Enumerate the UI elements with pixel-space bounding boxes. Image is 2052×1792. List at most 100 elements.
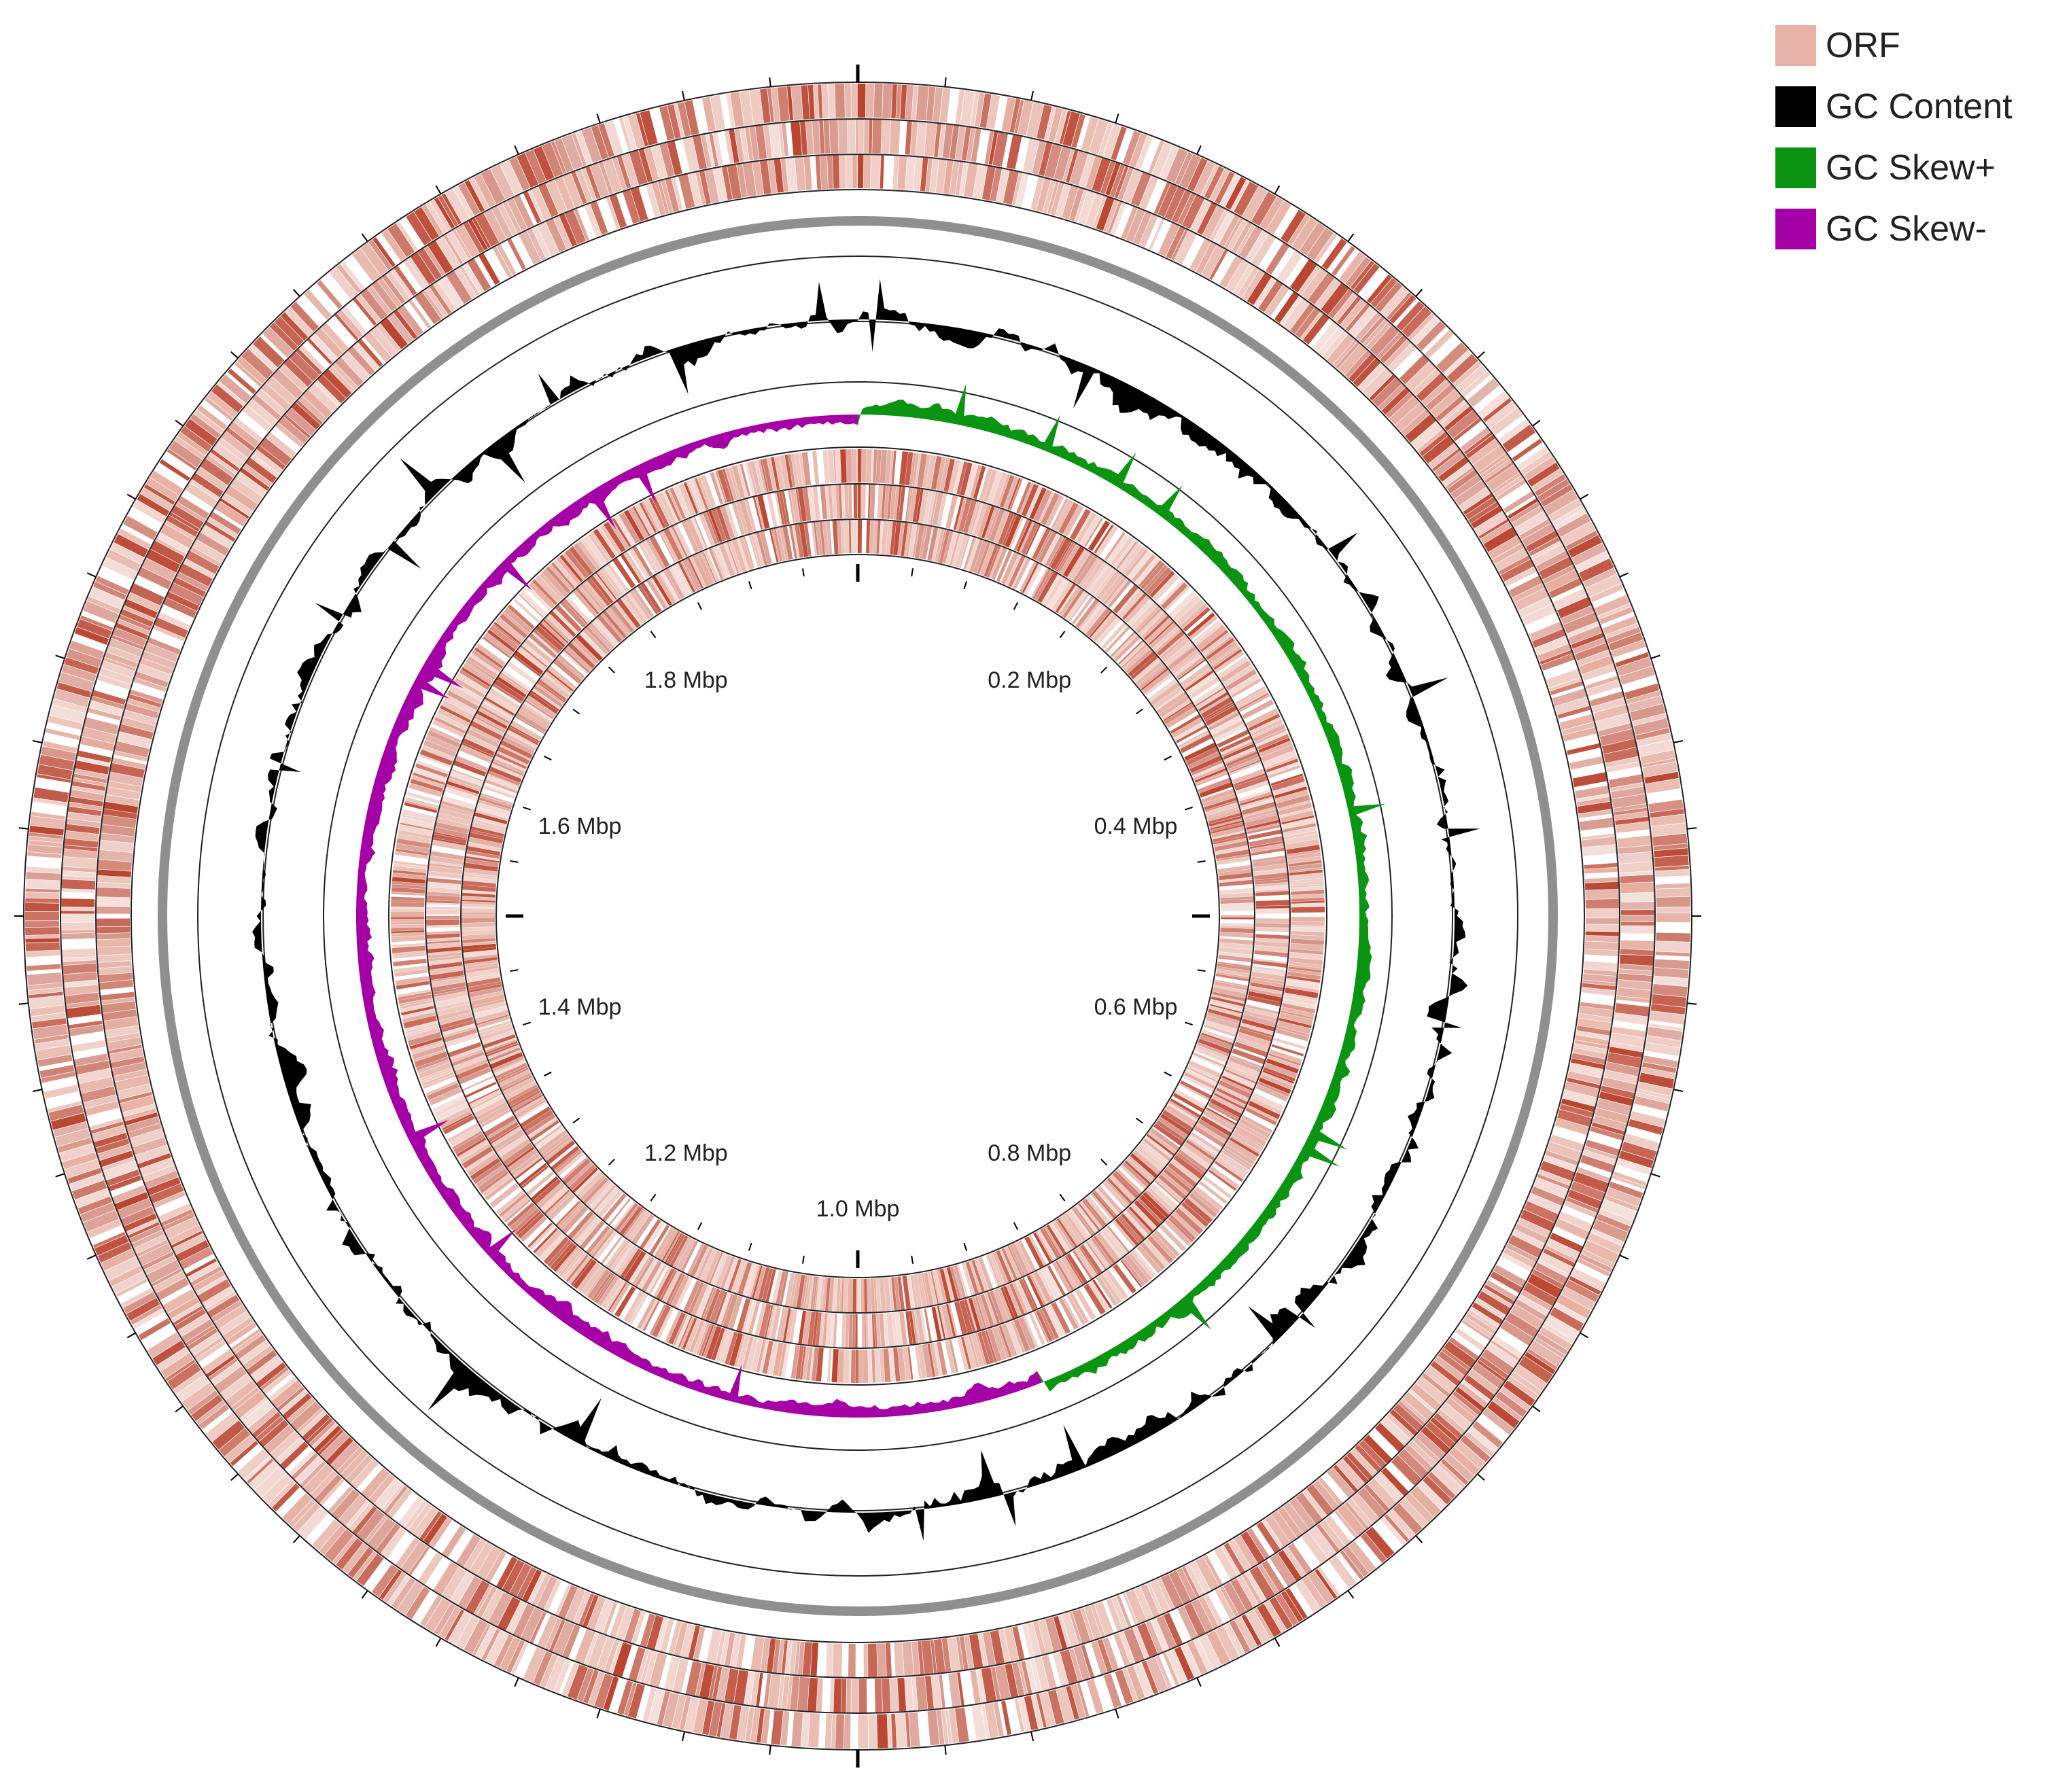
orf-feature xyxy=(520,590,547,617)
orf-feature xyxy=(74,1053,109,1067)
orf-feature xyxy=(1196,688,1227,709)
orf-feature xyxy=(879,1348,885,1383)
orf-feature xyxy=(1111,126,1127,160)
orf-feature xyxy=(337,309,363,338)
orf-feature xyxy=(855,1314,858,1348)
orf-feature xyxy=(1508,498,1538,519)
orf-feature xyxy=(589,162,610,198)
orf-feature xyxy=(726,542,740,574)
orf-feature xyxy=(1126,208,1145,243)
scale-label-1-6: 1.6 Mbp xyxy=(538,813,622,839)
orf-feature xyxy=(1180,1080,1211,1099)
orf-feature xyxy=(1378,384,1406,410)
orf-feature xyxy=(1169,1214,1196,1241)
orf-feature xyxy=(1283,823,1317,833)
orf-feature xyxy=(1597,1214,1631,1232)
orf-feature xyxy=(128,1123,162,1138)
orf-feature xyxy=(1085,1195,1111,1225)
orf-feature xyxy=(1038,1619,1054,1654)
orf-feature xyxy=(1650,1004,1686,1015)
orf-feature xyxy=(241,349,273,379)
orf-feature xyxy=(1207,709,1238,728)
orf-feature xyxy=(1202,632,1232,656)
orf-feature xyxy=(27,972,63,985)
orf-feature xyxy=(392,943,425,948)
orf-feature xyxy=(737,464,748,497)
orf-feature xyxy=(171,1302,202,1323)
orf-feature xyxy=(1337,1504,1366,1536)
orf-feature xyxy=(1170,1098,1200,1118)
orf-feature xyxy=(551,562,575,589)
orf-feature xyxy=(1295,1580,1321,1613)
orf-feature xyxy=(671,525,688,557)
orf-feature xyxy=(285,307,313,337)
orf-feature xyxy=(1015,1242,1032,1273)
orf-feature xyxy=(1134,557,1160,586)
orf-feature xyxy=(393,866,427,873)
orf-feature xyxy=(468,656,498,678)
orf-feature xyxy=(1428,443,1459,469)
orf-feature xyxy=(1229,1137,1259,1157)
orf-feature xyxy=(345,1454,373,1484)
orf-feature xyxy=(150,470,184,495)
orf-feature xyxy=(484,1115,516,1137)
orf-feature xyxy=(711,1327,725,1360)
orf-feature xyxy=(1306,227,1334,261)
orf-feature xyxy=(1638,739,1674,756)
orf-feature xyxy=(1192,762,1225,778)
orf-feature xyxy=(1252,968,1286,977)
orf-feature xyxy=(919,525,928,559)
orf-feature xyxy=(1212,991,1246,1002)
orf-feature xyxy=(1355,312,1382,341)
orf-feature xyxy=(93,581,126,600)
orf-feature xyxy=(30,815,65,829)
orf-feature xyxy=(1201,245,1225,279)
outer-scale-tick xyxy=(1196,1677,1202,1687)
orf-feature xyxy=(765,1269,776,1302)
orf-feature xyxy=(1081,116,1098,152)
orf-feature xyxy=(506,1146,535,1168)
orf-feature xyxy=(665,1311,682,1343)
orf-feature xyxy=(1496,479,1527,501)
orf-feature xyxy=(1177,659,1206,680)
orf-feature xyxy=(1374,1422,1405,1452)
orf-feature xyxy=(1136,1245,1162,1273)
orf-feature xyxy=(1220,928,1254,934)
orf-feature xyxy=(1534,635,1569,656)
orf-feature xyxy=(1149,218,1165,250)
orf-feature xyxy=(907,487,913,521)
orf-feature xyxy=(703,512,718,544)
orf-feature xyxy=(1082,559,1105,590)
orf-feature xyxy=(1487,1401,1520,1428)
orf-feature xyxy=(759,531,772,565)
orf-feature xyxy=(1183,1074,1215,1093)
orf-feature xyxy=(481,1030,515,1043)
orf-feature xyxy=(540,1133,570,1157)
orf-feature xyxy=(466,659,495,680)
orf-feature xyxy=(1096,570,1121,601)
orf-feature xyxy=(1228,673,1259,695)
orf-feature xyxy=(871,1314,875,1348)
orf-feature xyxy=(384,1486,408,1515)
orf-feature xyxy=(1155,629,1182,653)
orf-feature xyxy=(1028,1235,1047,1266)
orf-feature xyxy=(1252,855,1286,863)
outer-scale-tick xyxy=(596,113,601,124)
orf-feature xyxy=(470,994,504,1006)
orf-feature xyxy=(440,1017,474,1029)
orf-feature xyxy=(1138,1144,1166,1167)
orf-feature xyxy=(950,125,959,160)
orf-feature xyxy=(1085,156,1102,190)
orf-feature xyxy=(472,217,491,249)
orf-feature xyxy=(950,1266,962,1299)
orf-feature xyxy=(1123,130,1141,165)
orf-feature xyxy=(1204,1594,1223,1626)
orf-feature xyxy=(700,474,716,508)
orf-feature xyxy=(937,1305,946,1339)
orf-feature xyxy=(338,1494,367,1526)
orf-feature xyxy=(1041,1267,1060,1300)
outer-scale-tick xyxy=(1650,1173,1660,1178)
orf-feature xyxy=(1189,1060,1221,1078)
orf-feature xyxy=(628,1253,650,1284)
orf-feature xyxy=(1203,1554,1223,1586)
